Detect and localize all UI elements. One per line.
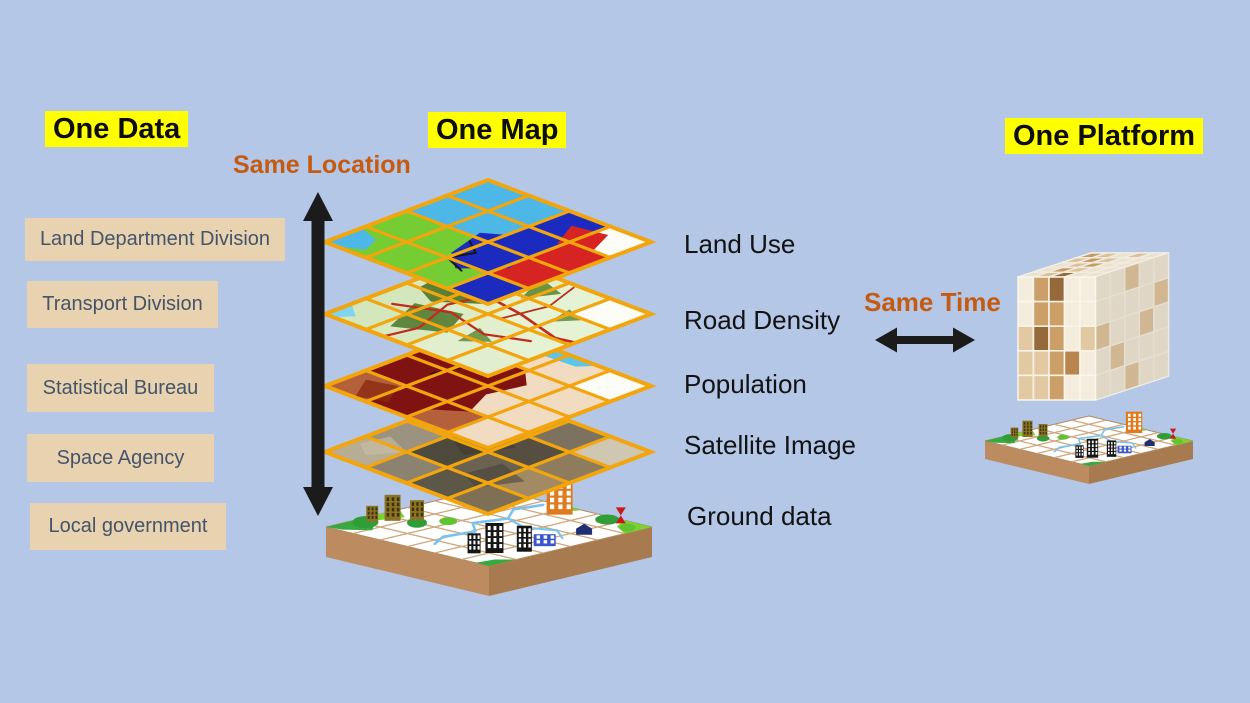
- data-cube: [1017, 251, 1170, 402]
- heading-one-platform: One Platform: [1005, 118, 1204, 155]
- platform-mini-map: [984, 411, 1194, 484]
- same-time-label: Same Time: [864, 287, 1001, 317]
- layer-label-land-use: Land Use: [684, 229, 796, 259]
- same-location-arrow: [303, 192, 333, 516]
- map-layer-land-use: [319, 177, 657, 307]
- same-time-arrow: [875, 327, 975, 353]
- layer-label-ground-data: Ground data: [687, 501, 832, 531]
- same-location-label: Same Location: [233, 151, 411, 179]
- org-box-land-department: Land Department Division: [25, 218, 285, 261]
- org-box-space-agency: Space Agency: [27, 434, 214, 482]
- org-box-transport: Transport Division: [27, 281, 218, 328]
- heading-one-map: One Map: [428, 112, 567, 149]
- org-box-statistical-bureau: Statistical Bureau: [27, 364, 214, 412]
- ground-data-platform: [325, 480, 653, 596]
- org-box-local-government: Local government: [30, 503, 226, 550]
- heading-one-data: One Data: [45, 111, 189, 148]
- layer-label-road-density: Road Density: [684, 305, 841, 335]
- layer-label-satellite-image: Satellite Image: [684, 430, 856, 460]
- layer-label-population: Population: [684, 369, 807, 399]
